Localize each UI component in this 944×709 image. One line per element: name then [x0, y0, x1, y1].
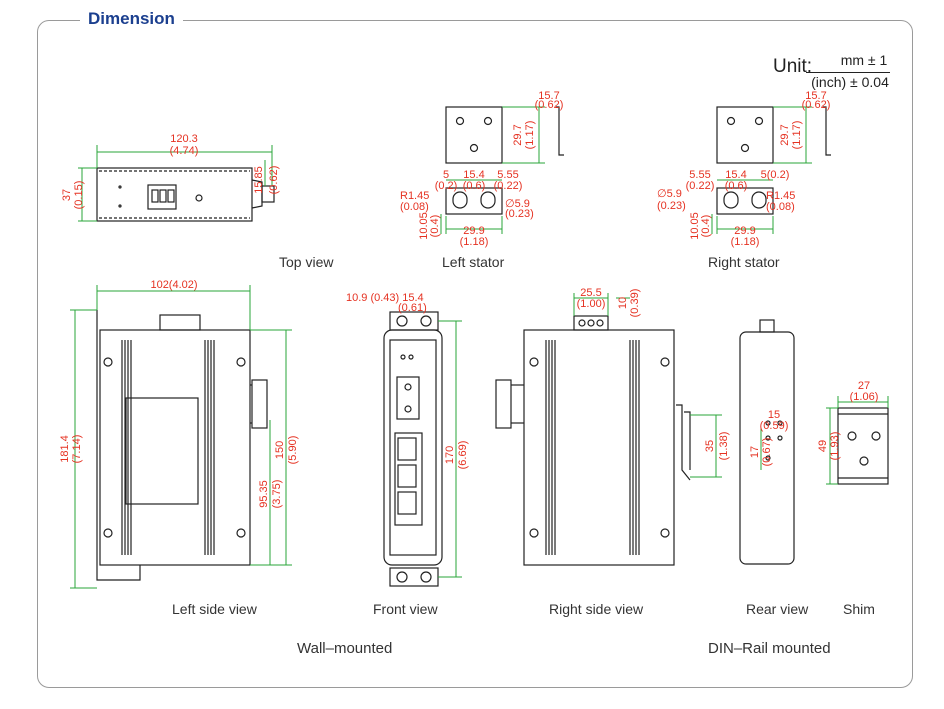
front-view-caption: Front view — [373, 601, 438, 617]
ls-r-in: (0.08) — [400, 201, 429, 213]
unit-label: Unit: — [773, 56, 813, 77]
ls-a: 5 — [443, 169, 449, 181]
rear-view-drawing — [739, 319, 795, 565]
ls-hole: ∅5.9 — [505, 198, 530, 210]
lsv-low-in: (3.75) — [271, 480, 283, 509]
lsv-mid-in: (5.90) — [287, 436, 299, 465]
rs-b-in: (0.6) — [725, 180, 748, 192]
top-height: 37 — [61, 189, 73, 201]
wall-mounted-caption: Wall–mounted — [297, 640, 393, 657]
rs-a-in: (0.22) — [686, 180, 715, 192]
rsv-rail: 35 — [704, 440, 716, 452]
right-side-view-caption: Right side view — [549, 601, 644, 617]
rv-b: 17 — [749, 446, 761, 458]
fv-top: 10.9 (0.43) 15.4 — [346, 292, 424, 304]
top-height-in: (0.15) — [73, 181, 85, 210]
ls-h2: 10.05 — [418, 212, 430, 240]
ls-hole-in: (0.23) — [505, 208, 534, 220]
shim-w-in: (1.06) — [850, 391, 879, 403]
dimension-frame — [37, 20, 913, 688]
rs-thick-in: (0.62) — [802, 99, 831, 111]
shim-drawing — [837, 407, 889, 485]
shim-w: 27 — [858, 380, 870, 392]
ls-r: R1.45 — [400, 190, 429, 202]
ls-thick-in: (0.62) — [535, 99, 564, 111]
ls-height: 29.7 — [512, 124, 524, 145]
lsv-mid: 150 — [274, 441, 286, 459]
unit-denominator: (inch) ± 0.04 — [811, 74, 889, 90]
rsv-top: 25.5 — [580, 287, 601, 299]
rs-w: 29.9 — [734, 225, 755, 237]
ls-w-in: (1.18) — [460, 236, 489, 248]
rv-a: 15 — [768, 409, 780, 421]
rs-r: R1.45 — [766, 190, 795, 202]
lsv-height: 181.4 — [59, 435, 71, 463]
rs-b: 15.4 — [725, 169, 746, 181]
rs-a: 5.55 — [689, 169, 710, 181]
left-stator-drawing — [445, 106, 564, 215]
fv-height: 170 — [444, 446, 456, 464]
ls-c-in: (0.22) — [494, 180, 523, 192]
ls-height-in: (1.17) — [524, 121, 536, 150]
rsv-top2-in: (0.39) — [629, 289, 641, 318]
section-title: Dimension — [80, 8, 183, 30]
rs-hole: ∅5.9 — [657, 188, 682, 200]
ls-b: 15.4 — [463, 169, 484, 181]
rs-height: 29.7 — [779, 124, 791, 145]
rv-b-in: (0.67) — [761, 438, 773, 467]
rs-thick: 15.7 — [805, 90, 826, 102]
left-side-view-caption: Left side view — [172, 601, 257, 617]
lsv-width: 102(4.02) — [150, 279, 197, 291]
right-stator-caption: Right stator — [708, 254, 780, 270]
front-view-drawing — [383, 311, 443, 587]
shim-caption: Shim — [843, 601, 875, 617]
fv-top-in: (0.61) — [398, 302, 427, 314]
lsv-height-in: (7.14) — [71, 435, 83, 464]
rs-w-in: (1.18) — [731, 236, 760, 248]
top-view-caption: Top view — [279, 254, 334, 270]
shim-h-in: (1.93) — [829, 432, 841, 461]
unit-numerator: mm ± 1 — [840, 52, 888, 68]
rs-c: 5(0.2) — [761, 169, 790, 181]
ls-thick: 15.7 — [538, 90, 559, 102]
right-side-view-drawing — [495, 315, 691, 566]
din-rail-mounted-caption: DIN–Rail mounted — [708, 640, 831, 657]
left-side-view-drawing — [96, 310, 268, 581]
ls-w: 29.9 — [463, 225, 484, 237]
ls-b-in: (0.6) — [463, 180, 486, 192]
shim-h: 49 — [817, 440, 829, 452]
top-conn: 15.85 — [253, 166, 265, 194]
left-stator-caption: Left stator — [442, 254, 505, 270]
ls-h2-in: (0.4) — [429, 215, 441, 238]
top-width-in: (4.74) — [170, 145, 199, 157]
ls-a-in: (0.2) — [435, 180, 458, 192]
rs-h2-in: (0.4) — [700, 215, 712, 238]
fv-height-in: (6.69) — [457, 441, 469, 470]
rs-height-in: (1.17) — [791, 121, 803, 150]
ls-c: 5.55 — [497, 169, 518, 181]
rsv-rail-in: (1.38) — [718, 432, 730, 461]
top-view-drawing — [96, 167, 275, 222]
top-conn-in: (0.62) — [268, 166, 280, 195]
rsv-top2: 10 — [617, 297, 629, 309]
rs-hole-in: (0.23) — [657, 200, 686, 212]
top-width: 120.3 — [170, 133, 198, 145]
rs-r-in: (0.08) — [766, 201, 795, 213]
rsv-top-in: (1.00) — [577, 298, 606, 310]
rs-h2: 10.05 — [689, 212, 701, 240]
rear-view-caption: Rear view — [746, 601, 809, 617]
unit-fraction-bar — [806, 72, 890, 73]
right-stator-drawing — [716, 106, 831, 215]
rv-a-in: (0.59) — [760, 420, 789, 432]
lsv-low: 95.35 — [258, 480, 270, 508]
